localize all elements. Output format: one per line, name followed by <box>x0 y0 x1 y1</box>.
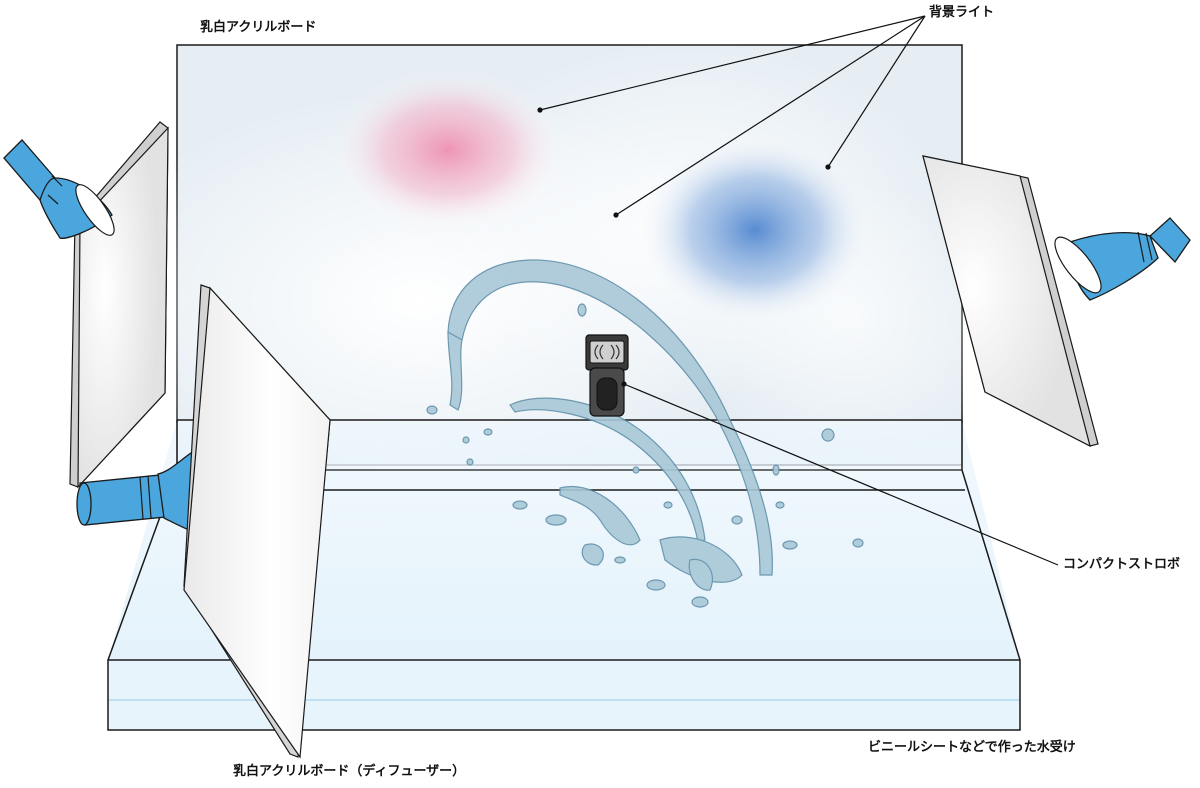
label-background-light: 背景ライト <box>929 5 995 20</box>
blue-light-spot <box>637 134 873 326</box>
right-lamp <box>1054 217 1191 301</box>
label-backboard: 乳白アクリルボード <box>200 20 317 35</box>
compact-strobe <box>585 334 629 417</box>
left-upper-lamp <box>3 139 115 239</box>
pink-light-spot <box>330 68 566 232</box>
right-diffuser-panel <box>922 155 1099 448</box>
leader-lines <box>537 15 1059 566</box>
label-compact-strobe: コンパクトストロボ <box>1063 557 1181 572</box>
left-upper-diffuser-panel <box>69 121 169 489</box>
left-front-diffuser-panel <box>183 284 331 759</box>
label-diffuser: 乳白アクリルボード（ディフューザー） <box>233 764 466 779</box>
label-water-tray: ビニールシートなどで作った水受け <box>868 740 1076 755</box>
water-tray <box>107 419 1021 731</box>
